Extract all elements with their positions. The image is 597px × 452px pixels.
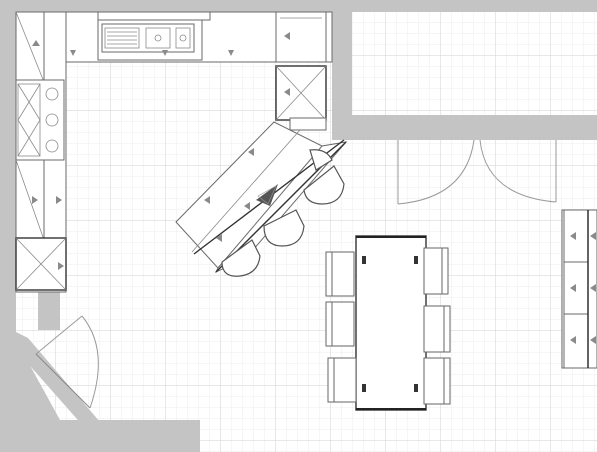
kitchen-sink	[101, 23, 195, 53]
cooktop	[15, 79, 65, 161]
double-door	[392, 126, 562, 205]
left-counter	[15, 11, 67, 293]
dining-chairs	[325, 247, 451, 405]
storage-cabinets	[561, 209, 597, 369]
tall-cabinets	[275, 65, 327, 131]
dining-chair	[423, 305, 451, 353]
dining-chair	[423, 247, 449, 295]
dining-chair	[327, 357, 357, 403]
bar-stool	[221, 239, 261, 277]
dining-chair	[325, 301, 355, 347]
bar-stool	[309, 149, 333, 171]
bar-stool	[263, 209, 305, 247]
top-counter	[15, 11, 333, 63]
dining-table	[355, 235, 427, 411]
bar-stool	[303, 165, 345, 205]
dining-chair	[423, 357, 451, 405]
corner-door	[35, 315, 99, 409]
bar-stools	[221, 149, 345, 277]
angled-island	[175, 121, 348, 274]
dining-chair	[325, 251, 355, 297]
